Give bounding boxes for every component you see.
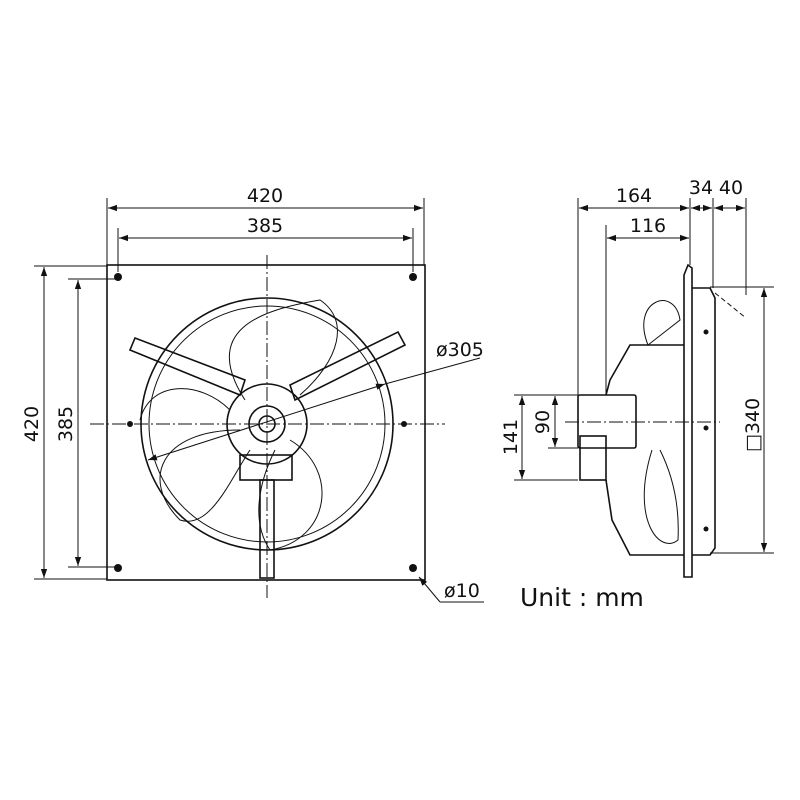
- fan-blades: [139, 299, 338, 551]
- dim-width-holes: 385: [247, 215, 283, 237]
- shutter-frame: [692, 287, 716, 556]
- capacitor-box: [579, 435, 607, 481]
- front-view: 420 385 420 385 ø305 ø10: [21, 185, 484, 603]
- dim-height-holes: 385: [55, 406, 77, 442]
- unit-label: Unit : mm: [520, 583, 644, 612]
- dim-hole-diameter: ø10: [444, 580, 480, 602]
- dim-blade-diameter: ø305: [436, 339, 484, 361]
- dim-frame-depth: 34: [689, 177, 713, 199]
- dim-motor-box-height: 141: [500, 419, 522, 455]
- dim-depth-motor: 116: [630, 215, 666, 237]
- dim-shutter-depth: 40: [719, 177, 743, 199]
- dim-depth-total: 164: [616, 185, 652, 207]
- dim-width-outer: 420: [247, 185, 283, 207]
- dim-height-outer: 420: [21, 406, 43, 442]
- side-view: 164 34 40 116 141 90 □340: [500, 177, 774, 578]
- dim-motor-height: 90: [532, 410, 554, 434]
- side-plate: [683, 263, 693, 578]
- motor-bracket: [605, 344, 684, 556]
- mounting-plate: [106, 264, 426, 581]
- dim-frame-square: □340: [742, 398, 764, 452]
